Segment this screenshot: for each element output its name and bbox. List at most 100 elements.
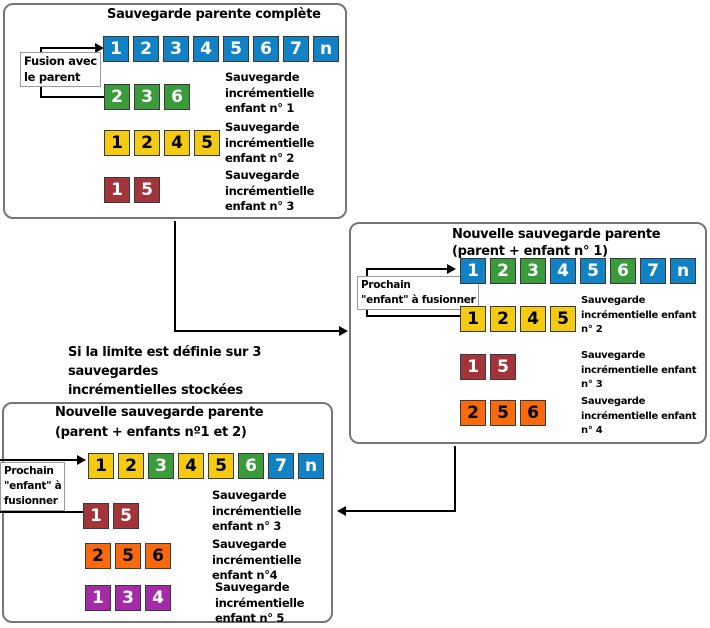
backup-block-yellow: 2	[490, 306, 516, 332]
backup-block-darkred: 5	[490, 354, 516, 380]
backup-block-green: 6	[610, 258, 636, 284]
backup-block-green: 3	[148, 453, 174, 479]
title-parent-complete: Sauvegarde parente complète	[107, 7, 321, 23]
backup-block-blue: 1	[460, 258, 486, 284]
backup-block-blue: 4	[550, 258, 576, 284]
backup-block-green: 3	[134, 84, 160, 110]
text-line: n° 4	[581, 425, 603, 436]
text-line: incrémentielles stockées	[68, 383, 243, 398]
backup-block-blue: n	[298, 453, 324, 479]
text-line: n° 3	[581, 379, 603, 390]
backup-block-yellow: 2	[134, 130, 160, 156]
title-new-parent-2: Nouvelle sauvegarde parente(parent + enf…	[55, 403, 264, 443]
text-line: Sauvegarde	[215, 580, 290, 594]
backup-block-darkred: 1	[104, 177, 130, 203]
text-line: enfant n° 5	[215, 611, 285, 625]
text-line: incrémentielle	[225, 85, 315, 100]
backup-block-yellow: 1	[460, 306, 486, 332]
text-line: Fusion avec	[24, 54, 97, 68]
bracket1-bottom	[40, 96, 104, 98]
text-line: Sauvegarde	[581, 350, 646, 361]
backup-block-darkred: 1	[460, 354, 486, 380]
text-line: incrémentielle enfant	[581, 309, 697, 321]
bracket2-top	[366, 268, 447, 270]
backup-block-blue: n	[313, 36, 339, 62]
text-line: sauvegardes	[68, 364, 159, 379]
text-line: Sauvegarde	[581, 396, 646, 407]
backup-block-green: 2	[490, 258, 516, 284]
backup-block-blue: 4	[193, 36, 219, 62]
bracket1-arrowhead	[95, 43, 104, 53]
backup-block-yellow: 4	[520, 306, 546, 332]
backup-block-darkred: 1	[83, 503, 109, 529]
backup-block-green: 6	[164, 84, 190, 110]
text-line: enfant n° 3	[212, 519, 282, 533]
backup-block-blue: 7	[640, 258, 666, 284]
backup-block-blue: 7	[283, 36, 309, 62]
condition-note: Si la limite est définie sur 3 sauvegarde…	[68, 343, 261, 400]
backup-block-blue: 5	[580, 258, 606, 284]
text-line: incrémentielle	[225, 183, 315, 198]
text-line: (parent + enfants nº1 et 2)	[55, 425, 247, 440]
backup-block-purple: 1	[85, 585, 111, 611]
text-line: "enfant" à fusionner	[361, 294, 476, 306]
text-line: Si la limite est définie sur 3	[68, 345, 262, 360]
text-line: le parent	[24, 69, 81, 84]
text-line: fusionner	[4, 495, 58, 507]
text-line: incrémentielle	[212, 503, 302, 518]
bracket3-bottom	[0, 511, 83, 513]
connector23-horizontal	[346, 510, 456, 512]
text-line: Nouvelle sauvegarde parente	[452, 227, 661, 242]
backup-block-green: 2	[104, 84, 130, 110]
backup-block-orange: 6	[520, 400, 546, 426]
backup-block-green: 6	[238, 453, 264, 479]
text-line: incrémentielle	[215, 595, 305, 610]
backup-block-yellow: 5	[194, 130, 220, 156]
text-line: enfant n° 1	[225, 101, 295, 115]
backup-block-green: 3	[520, 258, 546, 284]
backup-block-blue: 1	[103, 36, 129, 62]
backup-block-blue: 6	[253, 36, 279, 62]
backup-block-yellow: 5	[208, 453, 234, 479]
text-line: (parent + enfant n° 1)	[452, 243, 608, 259]
connector12-vertical	[174, 221, 176, 332]
backup-block-blue: 7	[268, 453, 294, 479]
text-line: "enfant" à	[4, 480, 62, 492]
title-new-parent-1: Nouvelle sauvegarde parente(parent + enf…	[452, 227, 661, 260]
backup-block-darkred: 5	[113, 503, 139, 529]
backup-block-yellow: 5	[550, 306, 576, 332]
text-line: enfant n° 3	[225, 199, 295, 213]
backup-block-blue: n	[670, 258, 696, 284]
text-line: n° 2	[581, 324, 603, 335]
backup-block-yellow: 4	[164, 130, 190, 156]
backup-block-yellow: 4	[178, 453, 204, 479]
backup-block-blue: 2	[133, 36, 159, 62]
backup-block-orange: 6	[145, 543, 171, 569]
bracket1-top	[40, 47, 96, 49]
text-line: Sauvegarde	[225, 70, 300, 84]
text-line: Sauvegarde	[212, 488, 287, 502]
backup-block-orange: 2	[85, 543, 111, 569]
text-line: incrémentielle enfant	[581, 410, 697, 422]
bracket2-bottom	[366, 315, 460, 317]
backup-block-purple: 4	[145, 585, 171, 611]
backup-block-orange: 5	[490, 400, 516, 426]
connector12-horizontal	[174, 330, 340, 332]
connector23-vertical	[454, 446, 456, 512]
text-line: Prochain	[4, 465, 54, 477]
bracket2-arrowhead	[447, 264, 456, 274]
